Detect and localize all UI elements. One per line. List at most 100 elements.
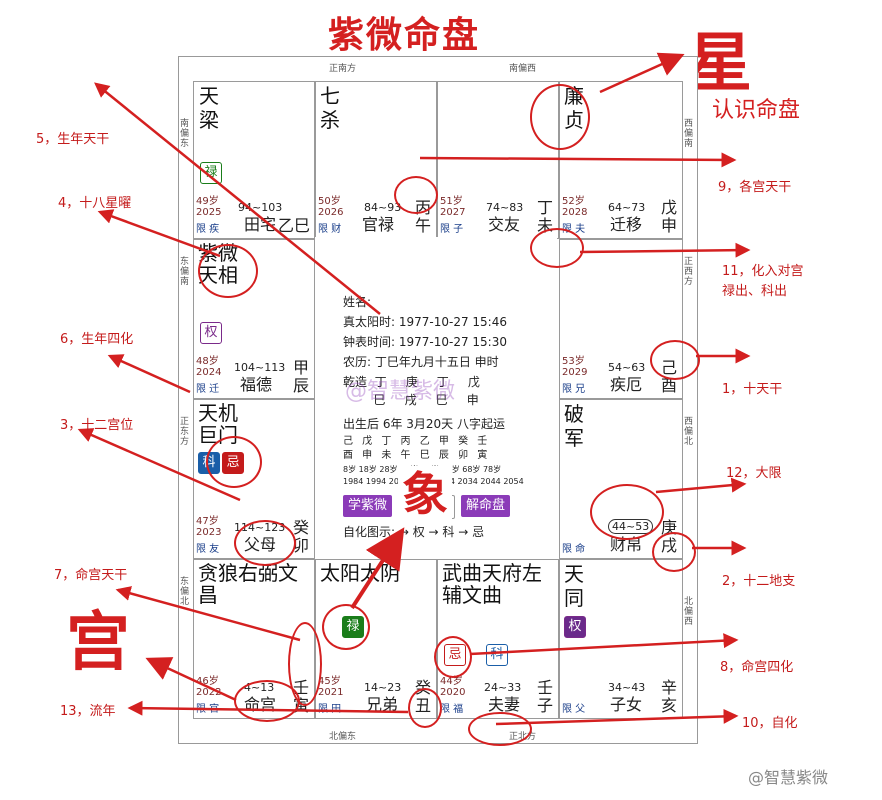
palace-name: 迁移 (610, 215, 643, 234)
highlight-circle (590, 484, 664, 540)
xian-label: 限 夫 (562, 224, 586, 235)
bazi-branches: 巳 戌 巳 申 (343, 393, 479, 407)
highlight-circle (394, 176, 438, 214)
chart-board: 正南方 南偏西 北偏东 正北方 南偏东 东偏南 正东方 东偏北 西偏南 正西方 … (178, 56, 698, 744)
palace-name: 交友 (488, 215, 521, 234)
highlight-circle (234, 520, 296, 566)
annotation-10: 10，自化 (742, 716, 798, 731)
palace-name: 兄弟 (366, 695, 399, 714)
highlight-circle (408, 688, 442, 728)
interpret-chart-button[interactable]: 解命盘 (461, 495, 511, 517)
true-solar-time: 真太阳时: 1977-10-27 15:46 (343, 315, 507, 329)
lunar-date: 农历: 丁巳年九月十五日 申时 (343, 355, 499, 369)
palace-name: 疾厄 (610, 375, 643, 394)
xian-label: 限 命 (562, 544, 586, 555)
cell-stars: 天梁 (199, 84, 219, 132)
stem-branch: 乙巳 (277, 216, 310, 235)
dayun-branches: 酉 申 未 午 巳 辰 卯 寅 (343, 450, 491, 461)
stem-branch: 辛亥 (660, 678, 677, 715)
highlight-circle (530, 84, 590, 150)
palace-cell-hai[interactable]: 天同 权 限 父 34~43 子女 辛亥 (559, 559, 683, 719)
xian-label: 限 兄 (562, 384, 586, 395)
watermark: @智慧紫微 (748, 768, 829, 787)
xian-label: 限 疾 (196, 224, 220, 235)
know-chart-label: 认识命盘 (712, 98, 801, 123)
annotation-1: 1，十天干 (722, 382, 783, 397)
xian-label: 限 福 (440, 704, 464, 715)
dir-right-1: 西偏南 (684, 119, 694, 149)
star-label: 星 (688, 27, 752, 101)
palace-name: 官禄 (362, 215, 395, 234)
xian-label: 限 迁 (196, 384, 220, 395)
name-line: 姓名: (343, 295, 372, 309)
annotation-6: 6，生年四化 (60, 332, 134, 347)
xian-label: 限 财 (318, 224, 342, 235)
stem-branch: 甲辰 (292, 358, 309, 395)
dir-right-3: 西偏北 (684, 417, 694, 447)
range-label: 104~113 (234, 361, 286, 374)
palace-name: 夫妻 (488, 695, 521, 714)
cell-stars: 破军 (564, 402, 584, 450)
annotation-12: 12，大限 (726, 466, 782, 481)
learn-ziwei-button[interactable]: 学紫微 (343, 495, 393, 517)
palace-name: 财帛 (610, 535, 643, 554)
xian-label: 限 友 (196, 544, 220, 555)
palace-name: 福德 (240, 375, 273, 394)
stem-branch: 壬子 (536, 678, 553, 715)
dir-right-4: 北偏西 (684, 597, 694, 627)
range-label: 94~103 (238, 201, 283, 214)
stem-branch: 戊申 (660, 198, 677, 235)
annotation-7: 7，命宫天干 (54, 568, 128, 583)
highlight-circle (530, 228, 584, 268)
dir-left-4: 东偏北 (180, 577, 190, 607)
palace-name: 田宅 (244, 215, 277, 234)
range-label: 64~73 (608, 201, 646, 214)
qiyun-line: 出生后 6年 3月20天 八字起运 (343, 417, 505, 431)
annotation-2: 2，十二地支 (722, 574, 796, 589)
stem-branch: 癸卯 (292, 518, 309, 555)
annotation-5: 5，生年天干 (36, 132, 110, 147)
highlight-circle (288, 622, 322, 706)
annotation-9: 9，各宫天干 (718, 180, 792, 195)
range-label: 34~43 (608, 681, 646, 694)
highlight-circle (652, 532, 696, 572)
annotation-11: 11，化入对宫 禄出、科出 (722, 264, 804, 299)
page-title: 紫微命盘 (328, 15, 481, 56)
range-label: 74~83 (486, 201, 524, 214)
dir-right-2: 正西方 (684, 257, 694, 287)
range-label: 84~93 (364, 201, 402, 214)
highlight-circle (650, 340, 700, 380)
lu-tag: 禄 (200, 162, 222, 184)
quan-tag: 权 (564, 616, 586, 638)
highlight-circle (468, 712, 532, 746)
range-label: 24~33 (484, 681, 522, 694)
highlight-circle (434, 636, 472, 678)
dir-left-1: 南偏东 (180, 119, 190, 149)
dir-top-left: 正南方 (329, 64, 357, 74)
dir-left-3: 正东方 (180, 417, 190, 447)
bazi-stems: 乾造 丁 庚 丁 戊 (343, 375, 480, 389)
cell-stars: 武曲天府左辅文曲 (442, 561, 542, 607)
xian-label: 限 田 (318, 704, 342, 715)
palace-name: 子女 (610, 695, 643, 714)
annotation-8: 8，命宫四化 (720, 660, 794, 675)
quan-tag: 权 (200, 322, 222, 344)
ke-tag: 科 (486, 644, 508, 666)
annotation-3: 3，十二宫位 (60, 418, 134, 433)
board-watermark: @智慧紫微 (345, 379, 456, 404)
annotation-13: 13，流年 (60, 704, 116, 719)
dir-left-2: 东偏南 (180, 257, 190, 287)
highlight-circle (206, 436, 262, 488)
cell-stars: 天同 (564, 562, 584, 610)
highlight-circle (198, 244, 258, 298)
